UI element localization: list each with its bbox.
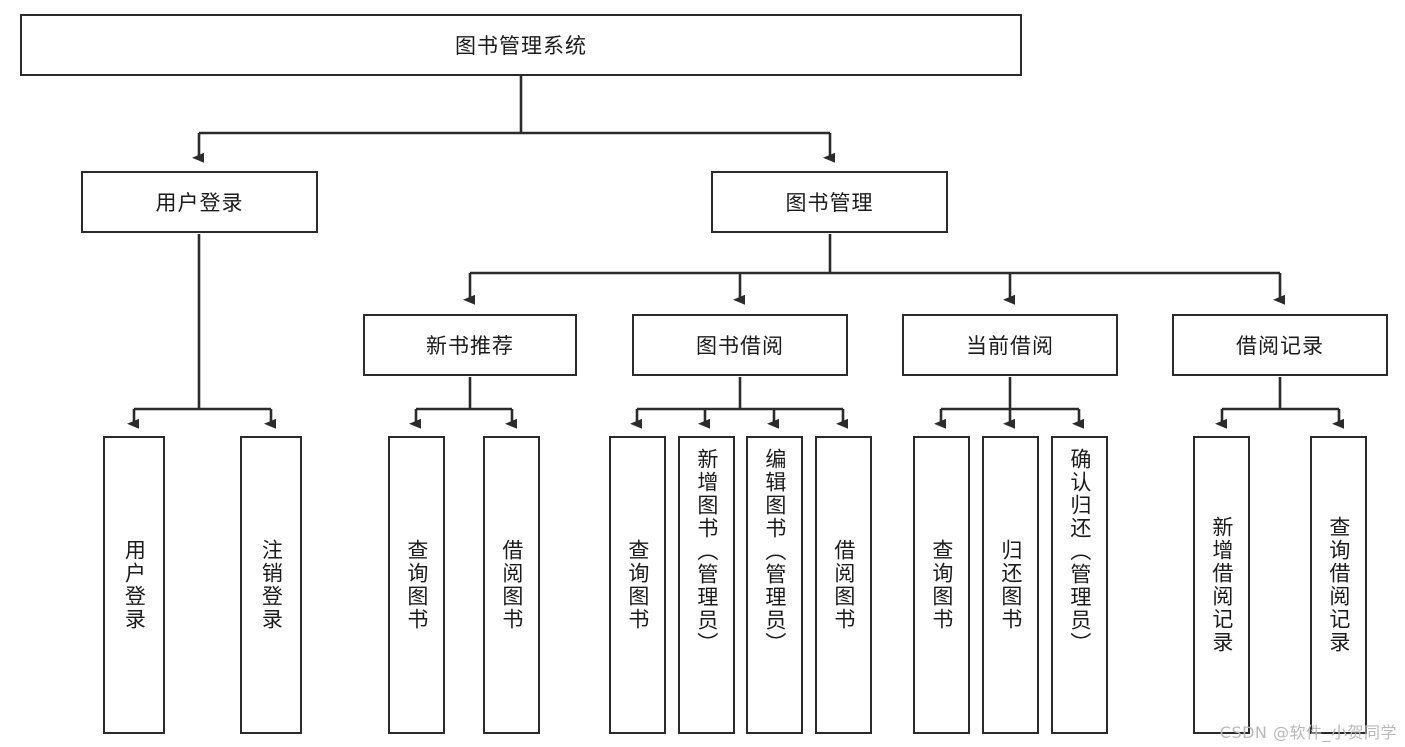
leaf-borrow-query-book[interactable]: 查询图书 <box>609 436 666 734</box>
leaf-records-add-record[interactable]: 新增借阅记录 <box>1193 436 1250 734</box>
node-borrow-records-label: 借阅记录 <box>1236 334 1324 358</box>
node-book-borrow-label: 图书借阅 <box>696 334 784 358</box>
leaf-records-query-record[interactable]: 查询借阅记录 <box>1310 436 1367 734</box>
leaf-label: 查询借阅记录 <box>1326 516 1351 654</box>
node-current-borrow[interactable]: 当前借阅 <box>902 314 1118 376</box>
node-root[interactable]: 图书管理系统 <box>20 14 1022 76</box>
node-current-borrow-label: 当前借阅 <box>966 334 1054 358</box>
node-book-management[interactable]: 图书管理 <box>711 171 948 233</box>
leaf-label: 新增借阅记录 <box>1209 516 1234 654</box>
leaf-label: 查询图书 <box>625 539 650 631</box>
node-borrow-records[interactable]: 借阅记录 <box>1172 314 1388 376</box>
leaf-label: 注销登录 <box>259 539 284 631</box>
leaf-recommend-query-book[interactable]: 查询图书 <box>388 436 445 734</box>
leaf-label: 新增图书（管理员） <box>694 448 719 655</box>
leaf-label: 归还图书 <box>998 539 1023 631</box>
node-root-label: 图书管理系统 <box>455 34 587 58</box>
leaf-label: 查询图书 <box>404 539 429 631</box>
node-user-login-label: 用户登录 <box>155 191 244 215</box>
node-user-login[interactable]: 用户登录 <box>81 171 318 233</box>
leaf-borrow-add-book-admin[interactable]: 新增图书（管理员） <box>678 436 735 734</box>
leaf-current-confirm-return-admin[interactable]: 确认归还（管理员） <box>1051 436 1108 734</box>
leaf-current-return-book[interactable]: 归还图书 <box>982 436 1039 734</box>
leaf-current-query-book[interactable]: 查询图书 <box>913 436 970 734</box>
leaf-user-login-signout[interactable]: 注销登录 <box>240 436 302 734</box>
node-book-management-label: 图书管理 <box>785 191 874 215</box>
leaf-label: 借阅图书 <box>499 539 524 631</box>
node-book-borrow[interactable]: 图书借阅 <box>632 314 848 376</box>
node-new-book-recommend-label: 新书推荐 <box>426 334 514 358</box>
watermark: CSDN @软件_小贺同学 <box>1219 723 1397 742</box>
leaf-label: 用户登录 <box>122 539 147 631</box>
leaf-label: 借阅图书 <box>831 539 856 631</box>
node-new-book-recommend[interactable]: 新书推荐 <box>363 314 577 376</box>
leaf-borrow-borrow-book[interactable]: 借阅图书 <box>815 436 872 734</box>
leaf-label: 编辑图书（管理员） <box>762 448 787 655</box>
leaf-user-login-signin[interactable]: 用户登录 <box>103 436 165 734</box>
leaf-borrow-edit-book-admin[interactable]: 编辑图书（管理员） <box>746 436 803 734</box>
leaf-label: 确认归还（管理员） <box>1067 448 1092 655</box>
leaf-recommend-borrow-book[interactable]: 借阅图书 <box>483 436 540 734</box>
leaf-label: 查询图书 <box>929 539 954 631</box>
